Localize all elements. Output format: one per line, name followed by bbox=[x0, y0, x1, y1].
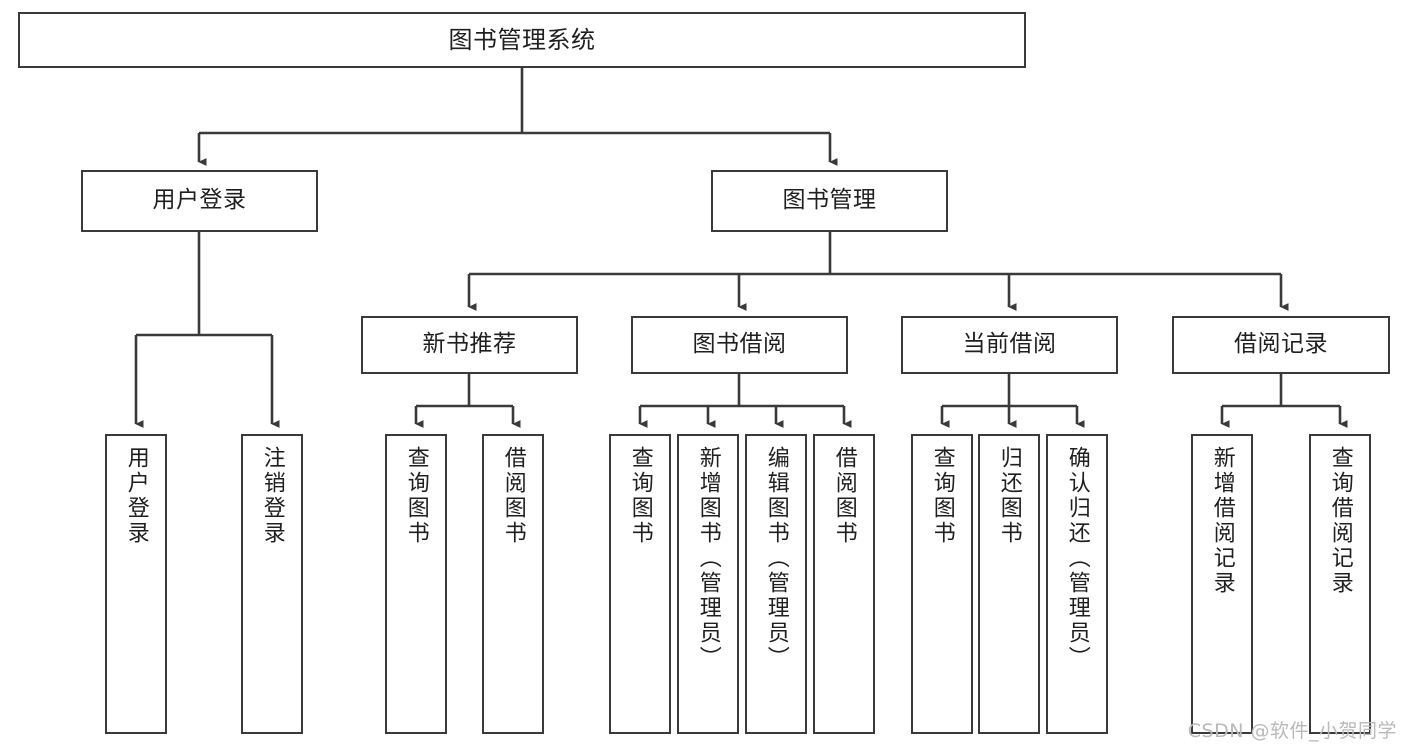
node-current-borrow[interactable]: 当前借阅 bbox=[901, 316, 1118, 374]
watermark: CSDN @软件_小贺同学 bbox=[1187, 720, 1397, 742]
node-book-management[interactable]: 图书管理 bbox=[711, 170, 948, 232]
leaf-current-query-book[interactable]: 查询图书 bbox=[911, 434, 973, 734]
leaf-borrow-query-book[interactable]: 查询图书 bbox=[609, 434, 671, 734]
leaf-newbook-borrow-book[interactable]: 借阅图书 bbox=[482, 434, 544, 734]
node-book-borrow[interactable]: 图书借阅 bbox=[631, 316, 848, 374]
node-current-borrow-label: 当前借阅 bbox=[962, 331, 1057, 358]
leaf-record-query-borrow-record-label: 查询借阅记录 bbox=[1327, 446, 1353, 596]
leaf-borrow-borrow-book[interactable]: 借阅图书 bbox=[813, 434, 875, 734]
leaf-newbook-query-book-label: 查询图书 bbox=[403, 446, 429, 546]
leaf-newbook-query-book[interactable]: 查询图书 bbox=[385, 434, 447, 734]
leaf-current-return-book-label: 归还图书 bbox=[996, 446, 1022, 546]
leaf-login-logout-label: 注销登录 bbox=[259, 446, 285, 546]
leaf-current-confirm-return-admin[interactable]: 确认归还（管理员） bbox=[1046, 434, 1108, 734]
leaf-borrow-edit-book-admin-label: 编辑图书（管理员） bbox=[763, 446, 789, 671]
leaf-borrow-query-book-label: 查询图书 bbox=[627, 446, 653, 546]
leaf-borrow-add-book-admin-label: 新增图书（管理员） bbox=[695, 446, 721, 671]
node-root-label: 图书管理系统 bbox=[448, 25, 596, 54]
node-root[interactable]: 图书管理系统 bbox=[18, 12, 1026, 68]
node-borrow-record-label: 借阅记录 bbox=[1234, 331, 1328, 358]
node-book-borrow-label: 图书借阅 bbox=[692, 331, 787, 358]
leaf-current-return-book[interactable]: 归还图书 bbox=[978, 434, 1040, 734]
leaf-current-query-book-label: 查询图书 bbox=[929, 446, 955, 546]
leaf-login-logout[interactable]: 注销登录 bbox=[241, 434, 303, 734]
node-book-management-label: 图书管理 bbox=[782, 187, 877, 214]
leaf-record-add-borrow-record-label: 新增借阅记录 bbox=[1209, 446, 1235, 596]
node-borrow-record[interactable]: 借阅记录 bbox=[1172, 316, 1390, 374]
leaf-login-user-login[interactable]: 用户登录 bbox=[105, 434, 167, 734]
leaf-login-user-login-label: 用户登录 bbox=[123, 446, 149, 546]
node-user-login-label: 用户登录 bbox=[152, 187, 247, 214]
leaf-record-add-borrow-record[interactable]: 新增借阅记录 bbox=[1191, 434, 1253, 734]
leaf-current-confirm-return-admin-label: 确认归还（管理员） bbox=[1064, 446, 1090, 671]
leaf-borrow-add-book-admin[interactable]: 新增图书（管理员） bbox=[677, 434, 739, 734]
node-new-book-recommend-label: 新书推荐 bbox=[422, 331, 517, 358]
leaf-borrow-edit-book-admin[interactable]: 编辑图书（管理员） bbox=[745, 434, 807, 734]
node-new-book-recommend[interactable]: 新书推荐 bbox=[361, 316, 578, 374]
node-user-login[interactable]: 用户登录 bbox=[81, 170, 318, 232]
leaf-record-query-borrow-record[interactable]: 查询借阅记录 bbox=[1309, 434, 1371, 734]
leaf-borrow-borrow-book-label: 借阅图书 bbox=[831, 446, 857, 546]
leaf-newbook-borrow-book-label: 借阅图书 bbox=[500, 446, 526, 546]
